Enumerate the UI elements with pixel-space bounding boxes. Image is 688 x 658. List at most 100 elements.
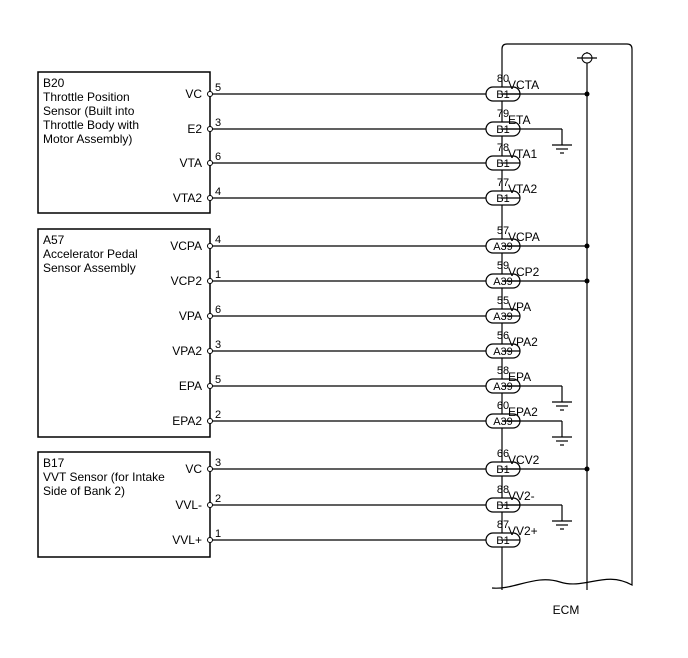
pin-terminal: [207, 126, 213, 132]
component-title-line: Side of Bank 2): [43, 484, 125, 498]
component-title-line: Motor Assembly): [43, 132, 132, 146]
component-code: A57: [43, 233, 65, 247]
component-box: [37, 451, 211, 558]
connector-code: A39: [493, 346, 513, 358]
ground-icon: [552, 436, 572, 446]
pin-terminal: [207, 91, 213, 97]
sensor-pin-name: VC: [185, 462, 202, 476]
ecm-pin-number: 66: [497, 448, 509, 460]
component-title-line: Accelerator Pedal: [43, 247, 138, 261]
ecm-pin-number: 88: [497, 484, 509, 496]
sensor-pin-name: VTA: [180, 156, 202, 170]
ecm-terminal-name: EPA2: [508, 405, 538, 419]
component-title-line: Throttle Body with: [43, 118, 139, 132]
sensor-pin-name: VPA2: [172, 344, 202, 358]
ecm-pin-number: 60: [497, 400, 509, 412]
sensor-pin-name: VPA: [179, 309, 202, 323]
sensor-pin-name: VVL-: [175, 498, 202, 512]
sensor-pin-name: VC: [185, 87, 202, 101]
sensor-pin-number: 3: [215, 339, 221, 351]
ecm-terminal-name: VTA2: [508, 182, 537, 196]
sensor-pin-number: 4: [215, 234, 221, 246]
component-code: B17: [43, 456, 65, 470]
ecm-terminal-name: VPA: [508, 300, 531, 314]
ecm-terminal-name: VV2+: [508, 524, 538, 538]
ecm-terminal-name: VTA1: [508, 147, 537, 161]
junction-dot: [584, 243, 590, 249]
ecm-label: ECM: [553, 603, 580, 617]
pin-terminal: [207, 466, 213, 472]
component-title-line: Sensor Assembly: [43, 261, 136, 275]
component-box: [37, 228, 211, 438]
component-title-line: VVT Sensor (for Intake: [43, 470, 165, 484]
ground-icon: [552, 401, 572, 411]
component-title-line: Throttle Position: [43, 90, 130, 104]
ecm-terminal-name: VCV2: [508, 453, 540, 467]
ecm-pin-number: 55: [497, 295, 509, 307]
pin-terminal: [207, 418, 213, 424]
ecm-terminal-name: EPA: [508, 370, 531, 384]
connector-code: A39: [493, 381, 513, 393]
pin-terminal: [207, 348, 213, 354]
ecm-terminal-name: VCPA: [508, 230, 540, 244]
sensor-pin-name: VCPA: [170, 239, 202, 253]
connector-code: B1: [496, 124, 509, 136]
sensor-pin-number: 4: [215, 186, 221, 198]
ecm-pin-number: 58: [497, 365, 509, 377]
ecm-pin-number: 56: [497, 330, 509, 342]
sensor-pin-number: 3: [215, 117, 221, 129]
junction-dot: [584, 91, 590, 97]
pin-terminal: [207, 278, 213, 284]
connector-code: B1: [496, 535, 509, 547]
connector-code: B1: [496, 158, 509, 170]
sensor-pin-name: VTA2: [173, 191, 202, 205]
sensor-pin-name: VCP2: [171, 274, 203, 288]
ecm-pin-number: 77: [497, 177, 509, 189]
connector-code: A39: [493, 311, 513, 323]
pin-terminal: [207, 195, 213, 201]
sensor-pin-name: EPA: [179, 379, 202, 393]
connector-code: A39: [493, 241, 513, 253]
pin-terminal: [207, 537, 213, 543]
connector-code: B1: [496, 500, 509, 512]
pin-terminal: [207, 502, 213, 508]
connector-code: A39: [493, 276, 513, 288]
ecm-terminal-name: VV2-: [508, 489, 535, 503]
sensor-pin-number: 1: [215, 528, 221, 540]
sensor-pin-number: 5: [215, 82, 221, 94]
ecm-pin-number: 87: [497, 519, 509, 531]
connector-code: A39: [493, 416, 513, 428]
component-code: B20: [43, 76, 65, 90]
ecm-pin-number: 57: [497, 225, 509, 237]
sensor-pin-name: EPA2: [172, 414, 202, 428]
sensor-pin-number: 6: [215, 304, 221, 316]
sensor-pin-name: VVL+: [172, 533, 202, 547]
connector-code: B1: [496, 193, 509, 205]
ecm-terminal-name: VCTA: [508, 78, 539, 92]
ecm-pin-number: 80: [497, 73, 509, 85]
connector-code: B1: [496, 464, 509, 476]
sensor-pin-number: 3: [215, 457, 221, 469]
junction-dot: [584, 278, 590, 284]
component-box: [37, 71, 211, 214]
ecm-terminal-name: ETA: [508, 113, 530, 127]
pin-terminal: [207, 313, 213, 319]
sensor-pin-number: 1: [215, 269, 221, 281]
ground-icon: [552, 144, 572, 154]
sensor-pin-number: 2: [215, 409, 221, 421]
